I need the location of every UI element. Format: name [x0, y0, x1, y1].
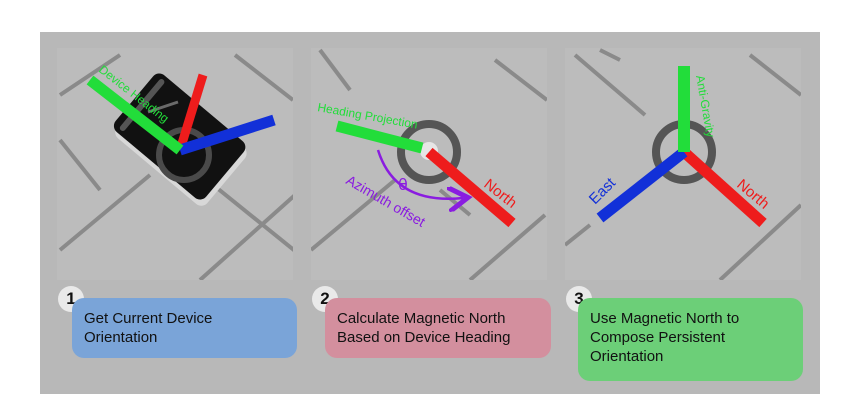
panel-device-orientation: Device Heading: [57, 48, 293, 280]
step-3-line-3: Orientation: [590, 348, 664, 365]
heading-projection-axis: [335, 120, 424, 154]
step-1-card: Get Current Device Orientation: [72, 298, 297, 358]
panel-magnetic-north: Heading Projection North θ Azimuth offse…: [311, 48, 547, 280]
device-blue-axis: [178, 114, 276, 156]
panel-persistent-orientation: Anti-Gravity East North: [565, 48, 801, 280]
device-heading-axis: [86, 75, 184, 155]
step-2-line-1: Calculate Magnetic North: [337, 310, 506, 327]
step-3-card: Use Magnetic North to Compose Persistent…: [578, 298, 803, 381]
step-1-line-1: Get Current Device: [84, 310, 213, 327]
panel-3-grid: [565, 48, 801, 280]
azimuth-arc: [376, 149, 463, 199]
panel-2-floor: [311, 48, 547, 280]
east-axis: [596, 147, 688, 223]
step-1-line-2: Orientation: [84, 329, 158, 346]
theta-label: θ: [398, 175, 408, 194]
step-2-card: Calculate Magnetic North Based on Device…: [325, 298, 551, 358]
step-3-line-1: Use Magnetic North to: [590, 310, 740, 327]
panel-2-grid: [311, 48, 547, 280]
panel-2-ring: [397, 120, 461, 184]
step-2-line-2: Based on Device Heading: [337, 329, 511, 346]
step-3-line-2: Compose Persistent: [590, 329, 726, 346]
north-axis-panel-3: [680, 147, 767, 228]
device-red-axis: [175, 73, 208, 152]
